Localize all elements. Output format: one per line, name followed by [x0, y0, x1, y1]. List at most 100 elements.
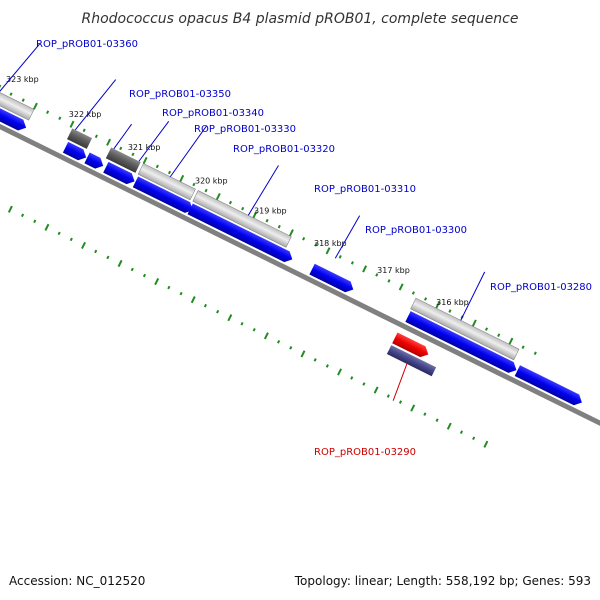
tick-mark [240, 321, 244, 326]
gene-arrow-03330[interactable] [103, 161, 137, 187]
gene-label-03320[interactable]: ROP_pROB01-03320 [233, 144, 335, 155]
tick-mark [277, 224, 281, 229]
gene-arrow[interactable] [514, 365, 585, 408]
homology-box [67, 128, 93, 149]
tick-mark [44, 223, 50, 231]
tick-mark [289, 229, 294, 237]
tick-mark [20, 213, 25, 218]
gene-label-03340[interactable]: ROP_pROB01-03340 [162, 108, 264, 119]
tick-label-317: 317 kbp [377, 266, 410, 275]
tick-mark [192, 182, 196, 187]
tick-label-323: 323 kbp [6, 75, 39, 84]
gene-arrow-03360[interactable] [0, 73, 29, 133]
tick-mark [398, 400, 403, 404]
tick-mark [337, 368, 342, 376]
tick-mark [338, 255, 342, 259]
homology-box [410, 297, 520, 361]
tick-mark [265, 218, 269, 223]
gene-arrow-03320[interactable] [132, 176, 196, 215]
tick-mark [215, 192, 221, 201]
tick-mark [302, 236, 306, 241]
tick-mark [69, 120, 75, 128]
tick-mark [21, 98, 25, 102]
tick-mark [459, 430, 464, 434]
homology-box [105, 147, 141, 173]
gene-arrow-03290-selected[interactable] [392, 332, 431, 360]
tick-mark [46, 110, 50, 114]
tick-mark [314, 242, 318, 247]
gene-label-03330[interactable]: ROP_pROB01-03330 [194, 124, 296, 135]
gene-arrow-03300[interactable] [309, 263, 356, 295]
gene-arrow-03350[interactable] [62, 141, 89, 163]
tick-mark [154, 277, 160, 286]
gene-arrow-03340[interactable] [84, 152, 105, 172]
tick-mark [313, 358, 317, 362]
tick-mark [411, 291, 415, 295]
gene-arrow-03310[interactable] [187, 203, 295, 264]
tick-mark [155, 164, 159, 169]
tick-mark [387, 279, 391, 283]
tick-mark [167, 170, 172, 175]
gene-label-03310[interactable]: ROP_pROB01-03310 [314, 184, 416, 195]
tick-mark [142, 273, 147, 278]
tick-mark [203, 303, 207, 308]
tick-mark [521, 345, 525, 350]
tick-mark [32, 102, 38, 110]
tick-mark [435, 418, 439, 422]
tick-mark [446, 422, 452, 430]
tick-mark [350, 376, 354, 380]
map-title: Rhodococcus opacus B4 plasmid pROB01, co… [82, 11, 519, 27]
tick-mark [33, 219, 37, 224]
homology-box [0, 60, 35, 121]
tick-mark [94, 134, 98, 139]
gene-arrow-03280[interactable] [405, 311, 519, 375]
tick-label-320: 320 kbp [195, 177, 228, 186]
tick-mark [350, 261, 354, 265]
tick-mark [7, 205, 13, 213]
tick-mark [131, 152, 135, 157]
accession-text: Accession: NC_012520 [9, 574, 145, 588]
tick-label-318: 318 kbp [314, 239, 347, 248]
tick-mark [142, 156, 148, 164]
gene-label-03360[interactable]: ROP_pROB01-03360 [36, 39, 138, 50]
gene-label-03290[interactable]: ROP_pROB01-03290 [314, 447, 416, 458]
tick-mark [471, 319, 477, 327]
tick-mark [252, 327, 256, 332]
tick-mark [94, 249, 98, 254]
gene-label-03350[interactable]: ROP_pROB01-03350 [129, 89, 231, 100]
tick-mark [448, 309, 452, 313]
sequence-backbone [0, 77, 600, 437]
tick-mark [483, 440, 489, 448]
tick-mark [106, 138, 112, 146]
tick-mark [227, 314, 233, 322]
tick-mark [386, 394, 390, 398]
tick-mark [228, 200, 233, 205]
tick-mark [179, 174, 185, 183]
tick-mark [82, 128, 86, 133]
tick-label-321: 321 kbp [128, 143, 161, 152]
tick-label-319: 319 kbp [254, 206, 287, 215]
tick-mark [362, 265, 368, 273]
tick-mark [57, 231, 61, 236]
tick-mark [398, 283, 404, 291]
tick-mark [58, 116, 62, 121]
tick-mark [216, 309, 220, 314]
tick-mark [117, 259, 123, 268]
tick-mark [204, 188, 208, 193]
tick-mark [423, 412, 427, 416]
homology-box [137, 163, 196, 201]
tick-mark [179, 291, 183, 296]
tick-label-316: 316 kbp [436, 298, 469, 307]
tick-mark [130, 267, 134, 272]
tick-mark [472, 436, 476, 441]
tick-mark [119, 146, 123, 151]
tick-mark [289, 346, 293, 350]
tick-mark [252, 211, 258, 219]
gene-homolog-03290[interactable] [386, 345, 437, 377]
tick-mark [300, 350, 306, 358]
gene-label-03280[interactable]: ROP_pROB01-03280 [490, 282, 592, 293]
tick-mark [69, 237, 73, 242]
tick-mark [362, 382, 366, 386]
gene-label-03300[interactable]: ROP_pROB01-03300 [365, 225, 467, 236]
